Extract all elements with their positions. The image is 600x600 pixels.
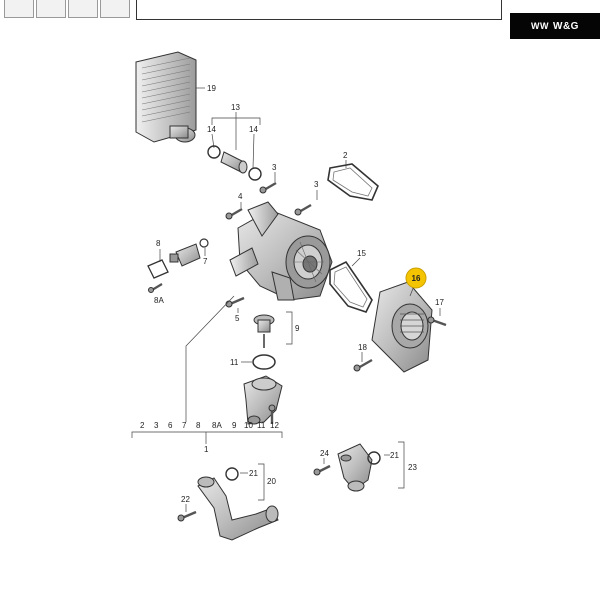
brand-badge: WW W&G [510,13,600,39]
bolt-part[interactable] [259,181,277,194]
bolt-part-18[interactable] [353,358,373,372]
assembly-item: 10 [244,421,253,430]
bolt-part-17[interactable] [427,316,447,327]
coolant-flange-part[interactable] [337,443,373,492]
assembly-item: 6 [168,421,173,430]
label-8a: 8A [154,296,164,305]
seal-ring-part-15[interactable] [329,260,373,313]
label-13: 13 [231,103,240,112]
o-ring-part-2[interactable] [248,167,262,181]
o-ring-part-11[interactable] [252,354,276,370]
label-8: 8 [156,239,161,248]
bolt-part-12[interactable] [268,404,276,424]
label-16: 16 [412,274,421,283]
label-15: 15 [357,249,366,258]
label-22: 22 [181,495,190,504]
label-5: 5 [235,314,240,323]
label-19: 19 [207,84,216,93]
bolt-part-24[interactable] [313,464,331,476]
o-ring-part-21b[interactable] [225,467,239,481]
assembly-item: 3 [154,421,159,430]
toolbar-button-2[interactable] [36,0,66,18]
label-4: 4 [238,192,243,201]
coolant-pipe-part[interactable] [197,476,279,541]
label-24: 24 [320,449,329,458]
label-2: 2 [343,151,348,160]
label-11: 11 [230,358,239,367]
assembly-item: 8 [196,421,201,430]
assembly-item: 11 [257,421,266,430]
label-9: 9 [295,324,300,333]
label-3-right: 3 [314,180,319,189]
assembly-item: 2 [140,421,145,430]
thermostat-part[interactable] [253,314,275,348]
bolt-part-4[interactable] [225,207,243,220]
assembly-item: 8A [212,421,222,430]
brand-name: W&G [553,20,579,32]
bolt-part-22[interactable] [177,510,197,522]
gasket-part[interactable] [327,163,379,201]
label-18: 18 [358,343,367,352]
bolt-part-8a[interactable] [148,283,163,293]
assembly-number-row: 2 3 6 7 8 8A 9 10 11 12 [140,421,279,430]
brand-logo-icon: WW [531,21,550,31]
water-pump-part[interactable] [229,201,333,301]
seal-ring-part[interactable] [199,238,209,248]
assembly-item: 9 [232,421,237,430]
assembly-item: 7 [182,421,187,430]
label-17: 17 [435,298,444,307]
bolt-part-5[interactable] [225,296,245,308]
temperature-sender-part[interactable] [169,243,201,267]
label-14-left: 14 [207,125,216,134]
connector-pipe-part[interactable] [220,151,248,174]
label-7: 7 [203,257,208,266]
assembly-item: 12 [270,421,279,430]
highlight-callout-16[interactable] [405,267,427,289]
label-1: 1 [204,445,209,454]
retaining-clip-part[interactable] [147,259,169,279]
label-14-right: 14 [249,125,258,134]
bolt-part-2[interactable] [294,203,312,216]
toolbar-button-4[interactable] [100,0,130,18]
o-ring-part-21[interactable] [367,451,381,465]
o-ring-part[interactable] [207,145,221,159]
search-input[interactable] [136,0,502,20]
label-20: 20 [267,477,276,486]
toolbar-button-3[interactable] [68,0,98,18]
oil-cooler-part[interactable] [135,51,197,143]
label-23: 23 [408,463,417,472]
toolbar-button-1[interactable] [4,0,34,18]
thermostat-housing-part[interactable] [243,375,283,425]
label-3-left: 3 [272,163,277,172]
label-21-right: 21 [390,451,399,460]
pump-cover-part[interactable] [371,281,433,373]
label-21-left: 21 [249,469,258,478]
